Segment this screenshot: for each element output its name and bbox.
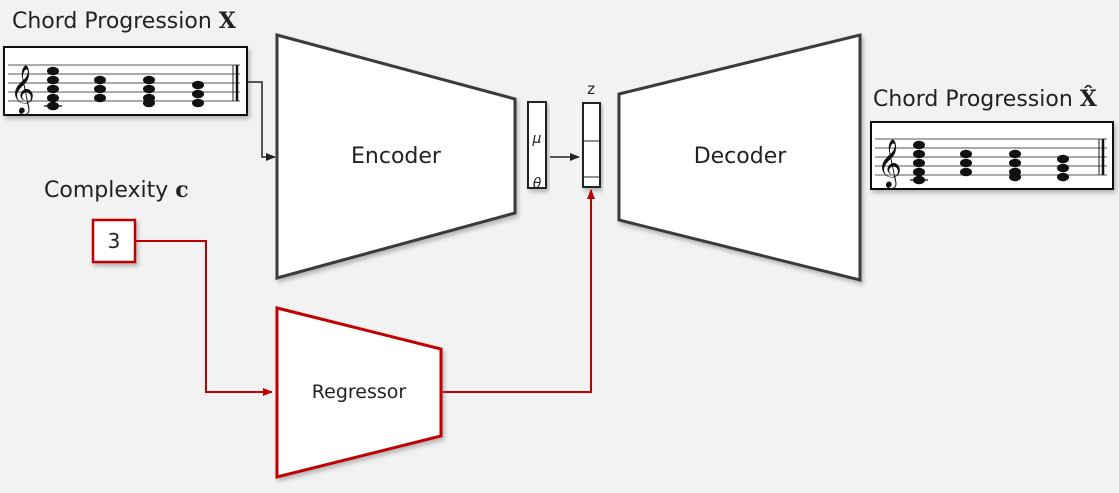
input-chord-label: Chord Progression X — [12, 8, 237, 34]
regressor-block — [275, 306, 443, 479]
decoder-block — [617, 33, 862, 282]
input-chord-notes — [44, 66, 204, 111]
latent-vector-cells — [583, 140, 600, 178]
output-staff-lines — [875, 138, 1107, 176]
z-label: z — [587, 80, 595, 98]
treble-clef-icon: 𝄞 — [877, 138, 902, 189]
theta-symbol: θ — [533, 176, 542, 192]
complexity-input-box — [91, 218, 137, 264]
latent-vector-z — [582, 102, 601, 188]
output-chord-label: Chord Progression X̂ — [873, 86, 1098, 112]
latent-params-box — [527, 101, 547, 189]
output-chord-notes — [910, 140, 1069, 185]
encoder-block — [275, 33, 517, 280]
input-to-encoder-arrow — [247, 81, 276, 161]
mu-symbol: μ — [532, 131, 542, 147]
regressor-label: Regressor — [312, 381, 407, 403]
regressor-to-z-arrow — [443, 189, 595, 393]
complexity-value: 3 — [108, 229, 121, 253]
treble-clef-icon: 𝄞 — [10, 64, 35, 115]
complexity-to-regressor-arrow — [136, 240, 273, 396]
encoder-label: Encoder — [351, 144, 442, 169]
input-staff — [3, 46, 248, 116]
decoder-label: Decoder — [694, 144, 788, 169]
output-staff — [870, 121, 1114, 190]
complexity-label: Complexity c — [44, 177, 189, 203]
